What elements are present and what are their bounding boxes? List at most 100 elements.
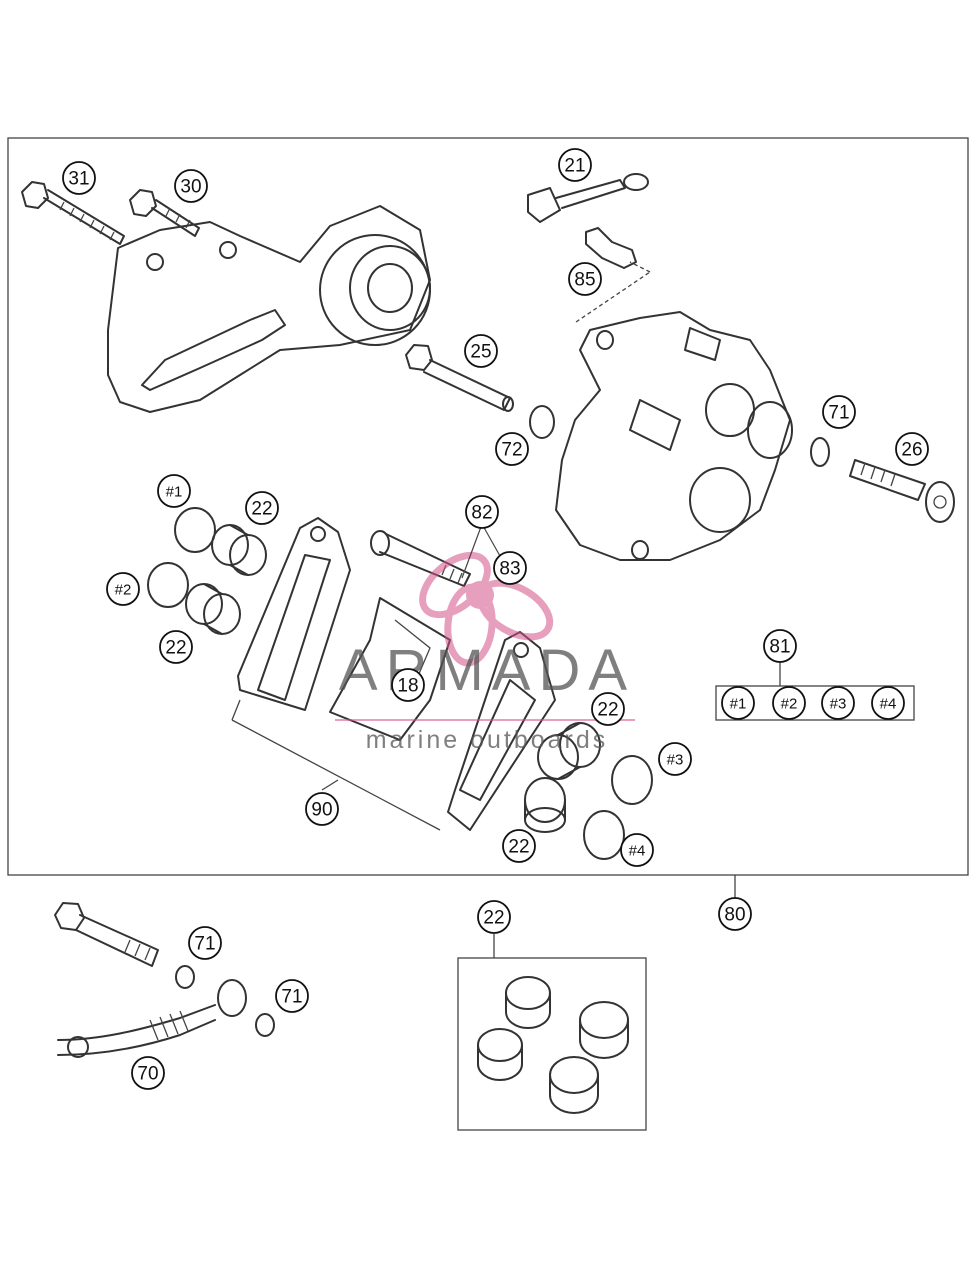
callout-circle [174, 169, 208, 203]
seal-1 [174, 507, 216, 553]
callout-c70: 70 [131, 1056, 165, 1090]
callout-c81: 81 [763, 629, 797, 663]
callout-c26: 26 [895, 432, 929, 466]
watermark-name: ARMADA [339, 638, 635, 703]
callout-ck2: #2 [772, 686, 806, 720]
callout-ck1: #1 [721, 686, 755, 720]
seal-3 [611, 755, 653, 805]
callout-label: 82 [471, 503, 492, 524]
callout-cp1: #1 [157, 474, 191, 508]
callout-circle [275, 979, 309, 1013]
callout-label: 31 [68, 169, 89, 190]
callout-circle [464, 334, 498, 368]
brake-hose-70 [57, 979, 247, 1058]
callout-label: #1 [730, 696, 747, 713]
callout-c22d: 22 [502, 829, 536, 863]
callout-label: 71 [281, 987, 302, 1008]
callout-circle [131, 1056, 165, 1090]
callout-label: 25 [470, 342, 491, 363]
callout-circle [159, 630, 193, 664]
callout-circle [188, 926, 222, 960]
caliper-body [555, 311, 793, 561]
caliper-bracket [107, 205, 431, 413]
callout-circle [245, 491, 279, 525]
callout-label: #3 [667, 752, 684, 769]
callout-circle [821, 686, 855, 720]
callout-circle [495, 432, 529, 466]
callout-label: #2 [115, 582, 132, 599]
callout-label: 83 [499, 559, 520, 580]
bleeder-cap-21 [527, 173, 649, 223]
brake-pad-left [237, 517, 351, 711]
callout-c18: 18 [391, 668, 425, 702]
callout-c82: 82 [465, 495, 499, 529]
callout-circle [558, 148, 592, 182]
bolt-31 [21, 181, 125, 245]
piston-22-right-lower [524, 777, 566, 833]
callout-label: #4 [629, 843, 646, 860]
callout-label: 22 [508, 837, 529, 858]
pad-set-90-outline [231, 699, 441, 831]
callout-cp2: #2 [106, 572, 140, 606]
callout-circle [721, 686, 755, 720]
callout-circle [895, 432, 929, 466]
callout-circle [822, 395, 856, 429]
caliper-assembly-frame [7, 137, 969, 876]
bolt-26 [849, 459, 955, 523]
callout-c25: 25 [464, 334, 498, 368]
callout-layer: 31 30 21 85 25 72 71 26 82 83 #1 22 #2 22 81 #1 #2 #3 #4 18… [62, 148, 929, 1090]
callout-label: 26 [901, 440, 922, 461]
callout-circle [502, 829, 536, 863]
callout-c71a: 71 [822, 395, 856, 429]
piston-kit-22-box [457, 957, 647, 1131]
callout-cp3: #3 [658, 742, 692, 776]
callout-label: 90 [311, 800, 332, 821]
callout-circle [62, 161, 96, 195]
callout-label: 30 [180, 177, 201, 198]
callout-circle [871, 686, 905, 720]
callout-circle [772, 686, 806, 720]
callout-ck3: #3 [821, 686, 855, 720]
callout-label: 80 [724, 905, 745, 926]
callout-circle [157, 474, 191, 508]
callout-circle [658, 742, 692, 776]
callout-circle [568, 262, 602, 296]
callout-c72: 72 [495, 432, 529, 466]
seal-kit-81-box [715, 685, 915, 721]
callout-circle [391, 668, 425, 702]
callout-label: 85 [574, 270, 595, 291]
callout-c22b: 22 [159, 630, 193, 664]
piston-22-upper [211, 524, 267, 576]
callout-circle [305, 792, 339, 826]
callout-c71c: 71 [275, 979, 309, 1013]
callout-c71b: 71 [188, 926, 222, 960]
washer-71-lower-a [175, 965, 195, 989]
callout-label: 22 [483, 908, 504, 929]
callout-label: 71 [194, 934, 215, 955]
callout-c22c: 22 [591, 692, 625, 726]
callout-c30: 30 [174, 169, 208, 203]
callout-label: #4 [880, 696, 897, 713]
callout-label: 70 [137, 1064, 158, 1085]
callout-circle [493, 551, 527, 585]
washer-71-lower-b [255, 1013, 275, 1037]
callout-c83: 83 [493, 551, 527, 585]
bolt-30 [129, 189, 200, 237]
callout-ck4: #4 [871, 686, 905, 720]
callout-label: 72 [501, 440, 522, 461]
callout-label: 22 [251, 499, 272, 520]
callout-label: 22 [165, 638, 186, 659]
callout-circle [465, 495, 499, 529]
callout-label: 81 [769, 637, 790, 658]
callout-label: 21 [564, 156, 585, 177]
callout-circle [106, 572, 140, 606]
pin-25 [405, 344, 514, 412]
piston-kit-pistons [477, 976, 629, 1114]
callout-leaders [461, 523, 501, 579]
watermark-tagline: marine outboards [366, 726, 609, 754]
callout-c80: 80 [718, 897, 752, 931]
piston-22-lower [185, 583, 241, 635]
callout-c22e: 22 [477, 900, 511, 934]
banjo-bolt [54, 902, 159, 967]
